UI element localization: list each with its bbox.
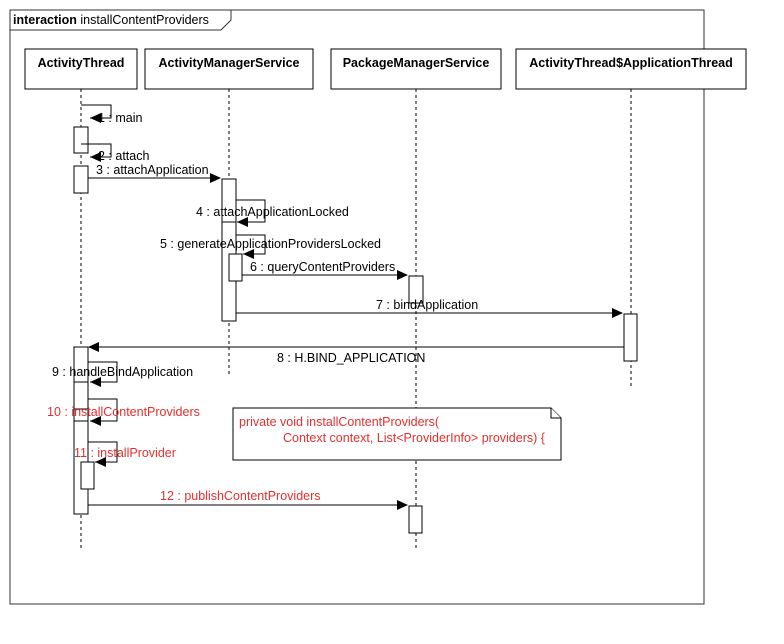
message-8-label: 8 : H.BIND_APPLICATION <box>277 351 425 365</box>
message-7-label: 7 : bindApplication <box>376 298 478 312</box>
message-12-arrowhead <box>397 500 408 510</box>
frame-title: interaction installContentProviders <box>13 13 209 27</box>
message-10-arrowhead <box>90 416 101 426</box>
message-1-label: 1 : main <box>98 111 143 125</box>
message-6-label: 6 : queryContentProviders <box>250 260 395 274</box>
frame-keyword: interaction <box>13 13 77 27</box>
message-10-label: 10 : installContentProviders <box>47 405 200 419</box>
message-2-arrowhead <box>90 152 101 162</box>
frame-name: installContentProviders <box>80 13 209 27</box>
message-9-label: 9 : handleBindApplication <box>52 365 193 379</box>
participant-box-activitymanagerservice <box>144 48 314 90</box>
message-6-arrowhead <box>397 270 408 280</box>
message-4-arrowhead <box>237 217 248 227</box>
frame-label-tab <box>10 10 232 31</box>
participant-activitythread: ActivityThread <box>38 56 125 70</box>
message-2-label: 2 : attach <box>98 149 149 163</box>
activation-pms-publishcontentproviders <box>408 505 423 534</box>
message-4-line <box>236 199 266 223</box>
message-5-label: 5 : generateApplicationProvidersLocked <box>160 237 381 251</box>
activation-pms-querycontentproviders <box>408 275 424 304</box>
code-note-line-2: Context context, List<ProviderInfo> prov… <box>283 431 545 445</box>
message-1-arrowhead <box>90 113 101 123</box>
code-note-line-1: private void installContentProviders( <box>239 415 440 429</box>
message-11-label: 11 : installProvider <box>74 446 176 460</box>
code-note <box>232 407 562 461</box>
message-11-arrowhead <box>95 457 106 467</box>
message-12-label: 12 : publishContentProviders <box>160 489 321 503</box>
message-8-arrowhead <box>88 342 99 352</box>
message-3-arrowhead <box>210 173 221 183</box>
participant-box-applicationthread <box>515 48 747 90</box>
activation-applicationthread-bindapplication <box>623 313 638 362</box>
message-9-line <box>88 361 118 383</box>
message-9-arrowhead <box>90 377 101 387</box>
interaction-frame <box>9 9 705 605</box>
message-4-label: 4 : attachApplicationLocked <box>196 205 349 219</box>
participant-applicationthread: ActivityThread$ApplicationThread <box>529 56 733 70</box>
code-note-fold <box>550 408 561 419</box>
activation-ams-generateproviders <box>228 253 243 282</box>
activation-activitythread-main <box>73 126 89 154</box>
message-3-label: 3 : attachApplication <box>96 163 209 177</box>
activation-activitythread-attach <box>73 165 89 194</box>
activation-activitythread-handlebind <box>73 381 89 410</box>
participant-activitymanagerservice: ActivityManagerService <box>158 56 299 70</box>
participant-packagemanagerservice: PackageManagerService <box>343 56 490 70</box>
message-7-arrowhead <box>612 308 623 318</box>
message-10-line <box>88 398 118 422</box>
activation-activitythread-installprovider <box>80 461 95 490</box>
message-5-arrowhead <box>243 249 254 259</box>
